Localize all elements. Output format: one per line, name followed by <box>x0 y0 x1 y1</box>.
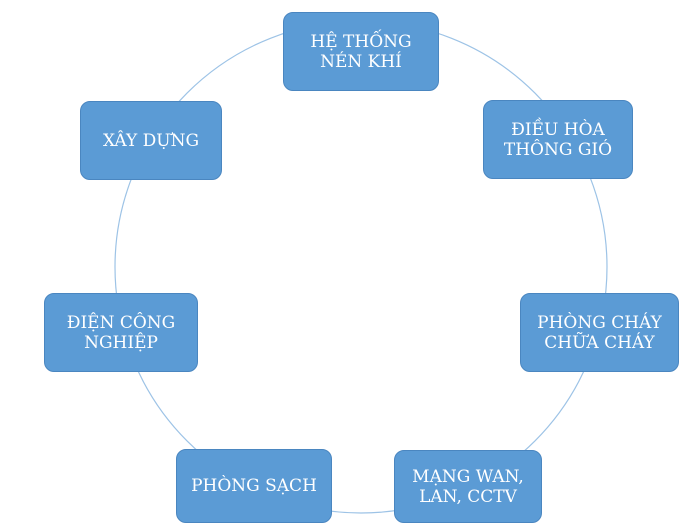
node-label-line: ĐIỀU HÒA <box>511 119 605 140</box>
node-label-line: NÉN KHÍ <box>320 51 402 72</box>
node-label-line: MẠNG WAN, <box>412 466 524 487</box>
node-label-line: ĐIỆN CÔNG <box>66 312 176 333</box>
node-he-thong-nen-khi: HỆ THỐNG NÉN KHÍ <box>283 12 439 91</box>
node-xay-dung: XÂY DỰNG <box>80 101 222 180</box>
node-dieu-hoa-thong-gio: ĐIỀU HÒA THÔNG GIÓ <box>483 100 633 179</box>
node-label-line: LAN, CCTV <box>419 486 517 507</box>
node-label-line: PHÒNG CHÁY <box>537 312 662 333</box>
node-phong-sach: PHÒNG SẠCH <box>176 449 332 523</box>
node-label-line: HỆ THỐNG <box>310 31 412 52</box>
node-label-line: THÔNG GIÓ <box>503 139 613 160</box>
node-label-line: XÂY DỰNG <box>102 130 200 151</box>
ring-circle <box>114 20 608 514</box>
node-label-line: CHỮA CHÁY <box>544 332 655 353</box>
node-label-line: PHÒNG SẠCH <box>191 476 317 496</box>
node-phong-chay-chua-chay: PHÒNG CHÁY CHỮA CHÁY <box>520 293 679 372</box>
node-dien-cong-nghiep: ĐIỆN CÔNG NGHIỆP <box>44 293 198 372</box>
node-mang-wan-lan-cctv: MẠNG WAN, LAN, CCTV <box>394 450 542 523</box>
node-label-line: NGHIỆP <box>84 332 158 353</box>
